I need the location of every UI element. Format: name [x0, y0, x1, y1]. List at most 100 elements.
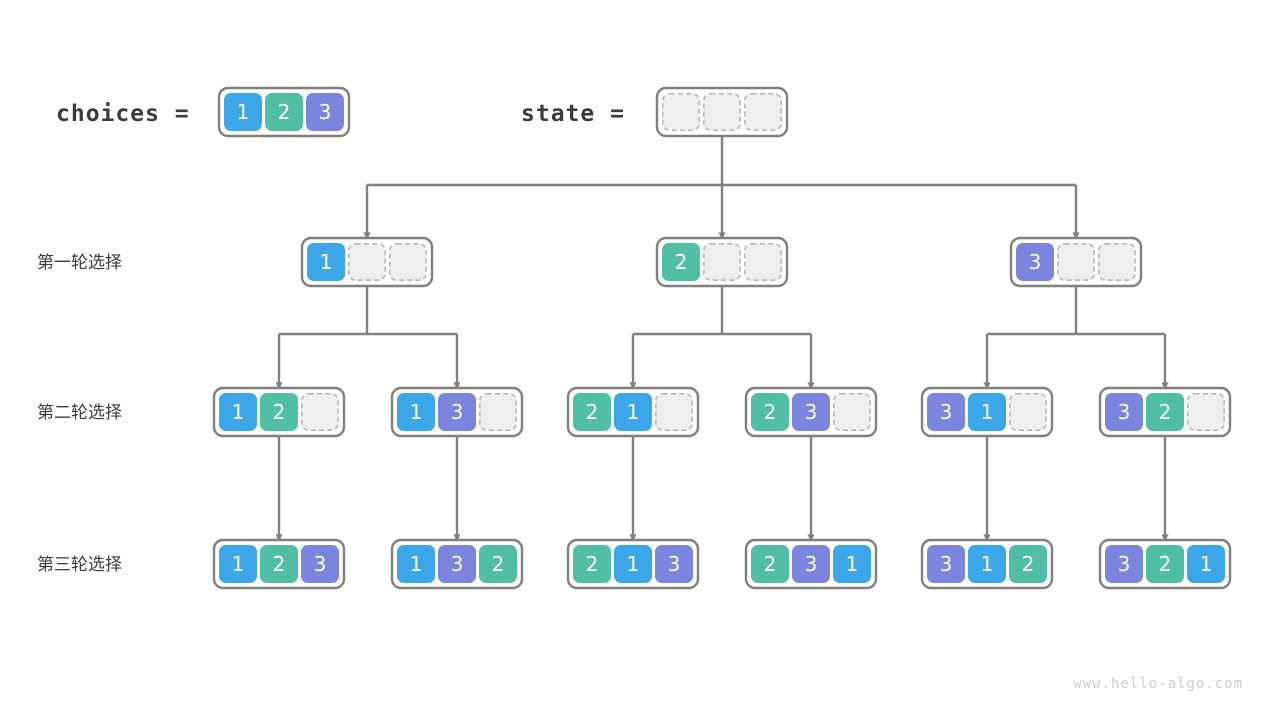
cell-label: 3 [1118, 400, 1131, 424]
diagram-labels: choices =state =第一轮选择第二轮选择第三轮选择www.hello… [37, 101, 1243, 692]
cell-empty [1057, 243, 1096, 282]
cell-value [573, 545, 611, 583]
cell-empty [743, 93, 782, 132]
cell-value [224, 93, 262, 131]
cell-label: 1 [237, 100, 250, 124]
level3-node-3: 2 1 3 [566, 538, 700, 590]
cell-label: 2 [586, 552, 599, 576]
cell-empty [654, 392, 693, 431]
cell-value [655, 545, 693, 583]
level1-node-3: 3 [1009, 236, 1143, 288]
cell-label: 3 [319, 100, 332, 124]
cell-value [265, 93, 303, 131]
cell-value [573, 393, 611, 431]
cell-value [968, 545, 1006, 583]
choices-label: choices = [56, 101, 190, 127]
cell-empty [661, 93, 700, 132]
cell-label: 1 [410, 400, 423, 424]
cell-empty [702, 93, 741, 132]
cell-empty [743, 243, 782, 282]
cell-label: 3 [805, 400, 818, 424]
cell-label: 3 [805, 552, 818, 576]
cell-label: 1 [846, 552, 859, 576]
cell-label: 3 [451, 400, 464, 424]
cell-value [751, 393, 789, 431]
cell-value [479, 545, 517, 583]
cell-value [260, 545, 298, 583]
level3-node-4: 2 3 1 [744, 538, 878, 590]
choices-array: 1 2 3 [217, 86, 351, 138]
cell-label: 2 [492, 552, 505, 576]
state-label: state = [521, 101, 625, 127]
cell-label: 2 [278, 100, 291, 124]
cell-value [1105, 393, 1143, 431]
row-label-3: 第三轮选择 [37, 555, 122, 575]
cell-label: 2 [1159, 400, 1172, 424]
cell-value [438, 393, 476, 431]
cell-label: 2 [273, 552, 286, 576]
level3-node-1: 1 2 3 [212, 538, 346, 590]
cell-value [792, 393, 830, 431]
tree-edges [275, 136, 1169, 542]
cell-value [662, 243, 700, 281]
level1-node-2: 2 [655, 236, 789, 288]
cell-label: 2 [764, 552, 777, 576]
cell-label: 3 [314, 552, 327, 576]
state-array [655, 86, 789, 138]
cell-empty [832, 392, 871, 431]
cell-value [968, 393, 1006, 431]
cell-label: 3 [940, 400, 953, 424]
cell-label: 2 [675, 250, 688, 274]
cell-value [1187, 545, 1225, 583]
cell-empty [702, 243, 741, 282]
cell-value [792, 545, 830, 583]
cell-label: 1 [1200, 552, 1213, 576]
cell-value [927, 393, 965, 431]
level3-node-2: 1 3 2 [390, 538, 524, 590]
cell-label: 3 [1029, 250, 1042, 274]
cell-value [1105, 545, 1143, 583]
cell-value [397, 393, 435, 431]
cell-empty [1187, 392, 1226, 431]
cell-label: 1 [232, 552, 245, 576]
cell-label: 2 [1159, 552, 1172, 576]
cell-empty [388, 243, 427, 282]
cell-label: 2 [1022, 552, 1035, 576]
cell-label: 2 [764, 400, 777, 424]
cell-label: 1 [232, 400, 245, 424]
cell-value [1146, 393, 1184, 431]
cell-value [301, 545, 339, 583]
cell-value [260, 393, 298, 431]
cell-label: 1 [627, 552, 640, 576]
cell-value [751, 545, 789, 583]
cell-value [438, 545, 476, 583]
cell-label: 2 [586, 400, 599, 424]
cell-value [306, 93, 344, 131]
cell-label: 1 [627, 400, 640, 424]
cell-empty [300, 392, 339, 431]
cell-label: 1 [320, 250, 333, 274]
watermark: www.hello-algo.com [1073, 676, 1243, 692]
cell-empty [347, 243, 386, 282]
cell-value [1016, 243, 1054, 281]
cell-label: 2 [273, 400, 286, 424]
cell-empty [478, 392, 517, 431]
cell-value [833, 545, 871, 583]
cell-value [397, 545, 435, 583]
cell-label: 1 [410, 552, 423, 576]
cell-label: 3 [668, 552, 681, 576]
cell-label: 3 [451, 552, 464, 576]
cell-label: 3 [940, 552, 953, 576]
cell-value [614, 545, 652, 583]
